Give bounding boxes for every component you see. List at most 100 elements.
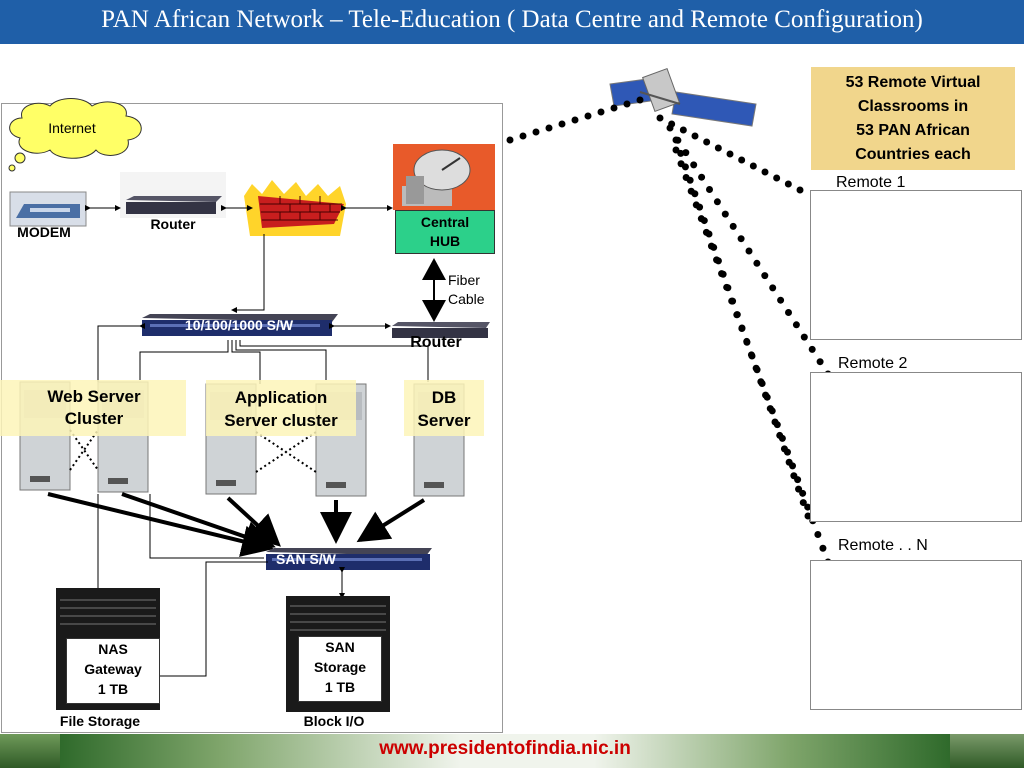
link-dot [707,242,715,250]
link-dot [777,296,785,304]
link-dot [545,124,553,132]
san-switch-label: SAN S/W [276,551,336,567]
link-dot [718,270,726,278]
nas-label-box: NAS Gateway 1 TB [66,638,160,704]
satellite-icon [609,67,757,127]
link-dot [729,222,737,230]
link-dot [656,114,664,122]
main-switch-label: 10/100/1000 S/W [184,317,294,333]
footer-image-left [0,734,60,768]
link-dot [761,272,769,280]
link-dot [692,201,700,209]
link-dot [799,499,807,507]
title-bar [0,0,1024,44]
link-dot [687,187,695,195]
link-dot [804,503,812,511]
link-dot [784,180,792,188]
link-dot [769,284,777,292]
link-dot [519,132,527,140]
db-server-label: DB Server [417,388,471,430]
link-dot [796,186,804,194]
link-dot [785,309,792,316]
link-dot [706,186,713,193]
router-side-label: Router [410,334,462,351]
link-dot [819,544,827,552]
footer-image-right [950,734,1024,768]
link-dot [761,168,769,176]
link-dot [763,393,771,401]
link-dot [597,108,605,116]
link-dot [690,161,698,169]
remote-1-label: Remote 1 [836,174,906,191]
link-dot [703,138,711,146]
link-dot [682,173,690,181]
link-dot [748,352,756,360]
link-dot [800,333,808,341]
footer-bar [60,734,950,768]
link-dot [789,462,797,470]
sat-link-datacentre [506,96,644,144]
link-dot [713,198,721,206]
file-storage-label: File Storage [59,713,141,729]
page-title: PAN African Network – Tele-Education ( D… [101,6,923,33]
router-top-icon [120,172,226,218]
remote-n-label: Remote . . N [838,537,928,554]
router-side-icon [392,322,490,338]
link-dot [728,297,736,305]
link-dot [808,345,816,353]
link-dot [679,126,687,134]
link-dot [814,531,822,539]
link-dot [738,325,746,333]
central-hub-box: Central HUB [395,210,495,254]
link-dot [584,112,592,120]
db-server-highlight [404,380,484,436]
link-dot [745,247,753,255]
remote-2-label: Remote 2 [838,355,908,372]
modem-icon [9,191,87,227]
link-dot [610,104,618,112]
internet-cloud-icon [8,98,142,172]
web-server-label: Web Server Cluster [47,387,141,428]
link-dot [792,321,800,329]
central-hub-line2: HUB [429,233,461,249]
link-dot [743,338,751,346]
remote-2-box [810,372,1022,522]
link-dot [794,476,802,484]
link-dot [768,407,776,415]
modem-label: MODEM [17,224,71,240]
link-dot [773,174,781,182]
link-dot [698,173,706,181]
fiber-cable-label: Fiber Cable [448,272,485,307]
web-server-highlight [0,380,186,436]
block-io-label: Block I/O [303,713,365,729]
classrooms-box: 53 Remote Virtual Classrooms in 53 PAN A… [811,67,1015,170]
link-dot [721,210,729,218]
link-dot [702,228,710,236]
link-dot [778,434,786,442]
link-dot [713,256,721,264]
link-dot [804,512,812,520]
link-dot [697,215,705,223]
link-dot [666,124,674,132]
satellite-dish-hub-icon [393,144,495,210]
central-hub-line1: Central [420,214,470,230]
link-dot [571,116,579,124]
footer-url: www.presidentofindia.nic.in [379,738,631,759]
link-dot [733,311,741,319]
link-dot [816,358,824,366]
link-dot [672,146,680,154]
firewall-icon [244,180,346,236]
link-dot [672,136,680,144]
link-dot [558,120,566,128]
link-dot [723,283,731,291]
link-dot [532,128,540,136]
link-dot [677,160,685,168]
router-top-label: Router [150,216,196,232]
app-server-highlight [206,380,356,436]
link-dot [623,100,631,108]
link-dot [691,132,699,140]
remote-n-box [810,560,1022,710]
link-dot [783,448,791,456]
link-dot [726,150,734,158]
